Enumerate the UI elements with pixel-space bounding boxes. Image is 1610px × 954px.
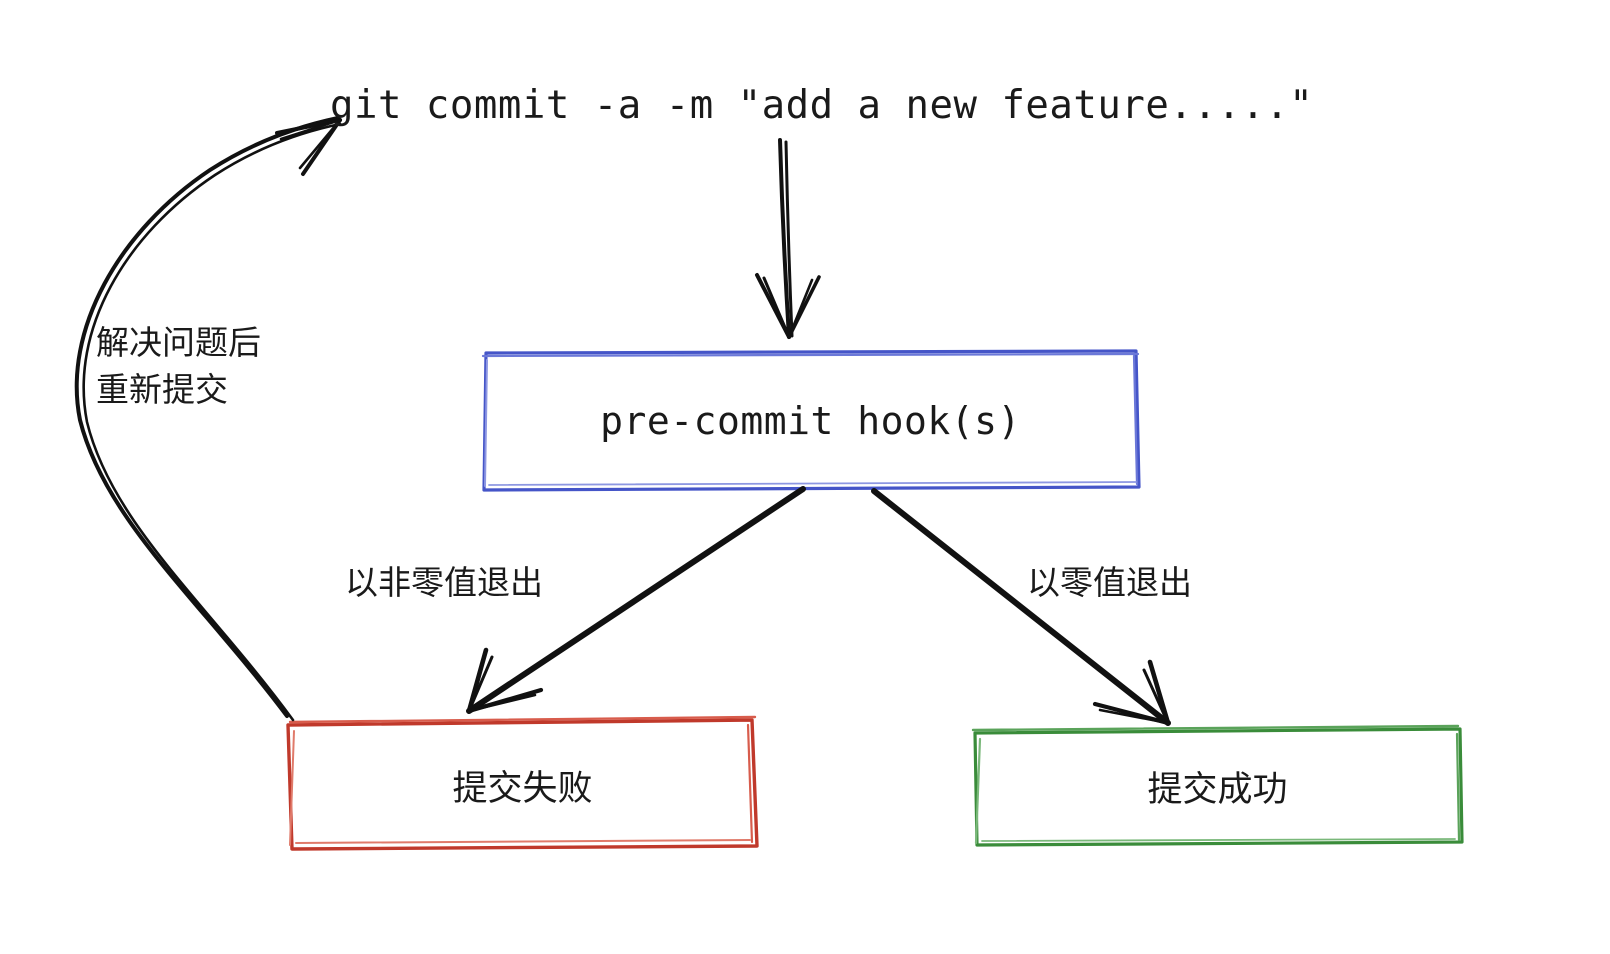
arrow-fail-to-command (74, 116, 342, 722)
edge-label-nonzero-exit: 以非零值退出 (345, 564, 543, 601)
retry-note: 解决问题后 重新提交 (96, 320, 261, 414)
edge-label-zero-exit: 以零值退出 (1027, 564, 1192, 601)
arrow-hook-to-success (871, 488, 1171, 726)
command-title-text: git commit -a -m "add a new feature.....… (330, 82, 1314, 128)
fail-box-label: 提交失败 (452, 768, 593, 808)
success-box-label: 提交成功 (1147, 770, 1288, 809)
arrow-command-to-hook (755, 138, 821, 339)
hook-box-label: pre-commit hook(s) (600, 399, 1021, 443)
retry-note-line-2: 重新提交 (96, 370, 228, 408)
retry-note-line-1: 解决问题后 (96, 324, 261, 361)
